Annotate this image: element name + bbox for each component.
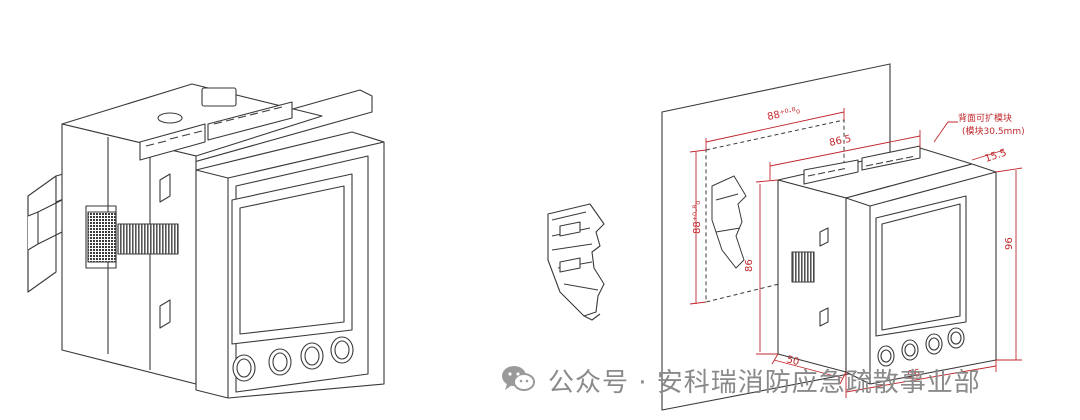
dim-bezel-depth: 15.5	[984, 148, 1009, 165]
dim-base-depth: 50	[785, 354, 800, 368]
dim-front-height: 96	[1004, 237, 1015, 250]
watermark-text: 公众号 · 安科瑞消防应急疏散事业部	[548, 368, 981, 398]
module-note-line2: (模块30.5mm)	[962, 125, 1025, 137]
top-terminals	[139, 87, 293, 161]
module-note-line1: 背面可扩模块	[958, 112, 1012, 124]
meter-isometric-left	[27, 83, 385, 399]
dim-front-width: 96	[907, 368, 921, 381]
front-buttons-right	[877, 327, 965, 367]
dim-depth-total: 86.5	[828, 134, 852, 149]
wechat-icon	[502, 366, 535, 391]
mounting-clip	[547, 203, 605, 321]
side-clip	[85, 205, 179, 269]
dim-body-height: 86	[744, 259, 755, 272]
meter-isometric-right	[777, 145, 997, 385]
panel-clip	[711, 175, 747, 269]
dim-cutout-height: 88⁺⁰·⁸₀	[692, 201, 703, 234]
front-buttons	[232, 336, 354, 382]
dimension-lines	[689, 108, 1023, 398]
